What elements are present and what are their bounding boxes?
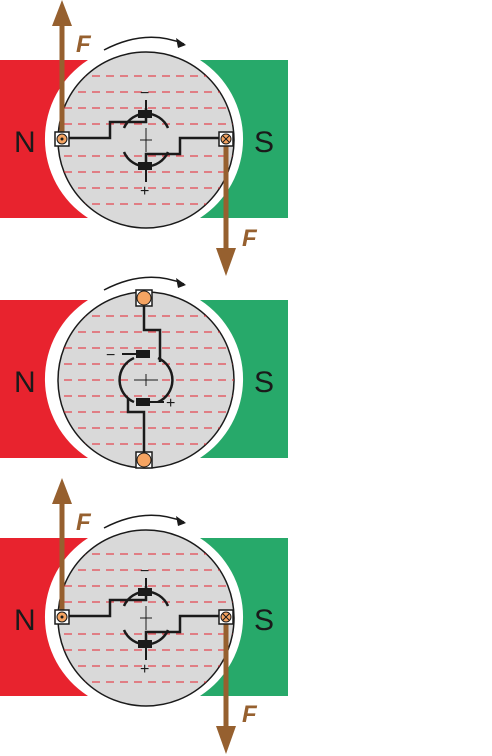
brush-top-sign: −	[140, 563, 149, 580]
south-pole-label: S	[254, 366, 274, 399]
force-label-top: F	[76, 31, 92, 58]
armature-wiring	[126, 304, 162, 456]
force-arrow-down-head	[216, 726, 236, 754]
north-pole-magnet	[0, 300, 88, 458]
south-pole-magnet	[200, 60, 288, 218]
cross-in-circle-cross	[222, 613, 230, 621]
north-pole-label: N	[14, 604, 36, 637]
brush-top-sign: −	[106, 347, 115, 364]
dot-in-circle-dot	[60, 615, 64, 619]
rotation-arrow-icon	[103, 514, 185, 529]
rotation-arrowhead-icon	[176, 278, 186, 288]
force-label-top: F	[76, 509, 92, 536]
rotation-arrowhead-icon	[176, 38, 186, 48]
force-arrow-down-head	[216, 248, 236, 276]
brush-top-sign: −	[140, 85, 149, 102]
motor-panel-1: − + N S F F	[0, 0, 288, 276]
brush-top-icon	[138, 110, 152, 118]
south-pole-magnet	[200, 300, 288, 458]
brush-bottom-icon	[136, 398, 150, 406]
south-pole-magnet	[200, 538, 288, 696]
brush-bottom-icon	[138, 162, 152, 170]
north-pole-magnet	[0, 60, 88, 218]
north-pole-label: N	[14, 366, 36, 399]
brush-bottom-sign: +	[140, 183, 149, 200]
force-arrow-up-head	[52, 478, 72, 504]
south-pole-label: S	[254, 604, 274, 637]
brush-bottom-icon	[138, 640, 152, 648]
brush-bottom-sign: +	[140, 661, 149, 678]
north-pole-magnet	[0, 538, 88, 696]
conductor-bottom-icon	[136, 452, 152, 468]
rotation-arrow-icon	[103, 276, 185, 291]
force-label-bottom: F	[242, 701, 258, 728]
north-pole-label: N	[14, 126, 36, 159]
force-arrow-up-head	[52, 0, 72, 26]
conductor-top-icon	[136, 290, 152, 306]
rotation-arrowhead-icon	[176, 516, 186, 526]
cross-in-circle-cross	[222, 135, 230, 143]
brush-top-icon	[136, 350, 150, 358]
brush-bottom-sign: +	[166, 395, 175, 412]
dot-in-circle-dot	[60, 137, 64, 141]
motor-panel-2: − + N S	[0, 276, 288, 469]
brush-top-icon	[138, 588, 152, 596]
commutator-icon	[118, 356, 174, 404]
motor-panel-3: − + N S F F	[0, 478, 288, 754]
rotation-arrow-icon	[103, 36, 185, 51]
force-label-bottom: F	[242, 225, 258, 252]
south-pole-label: S	[254, 126, 274, 159]
